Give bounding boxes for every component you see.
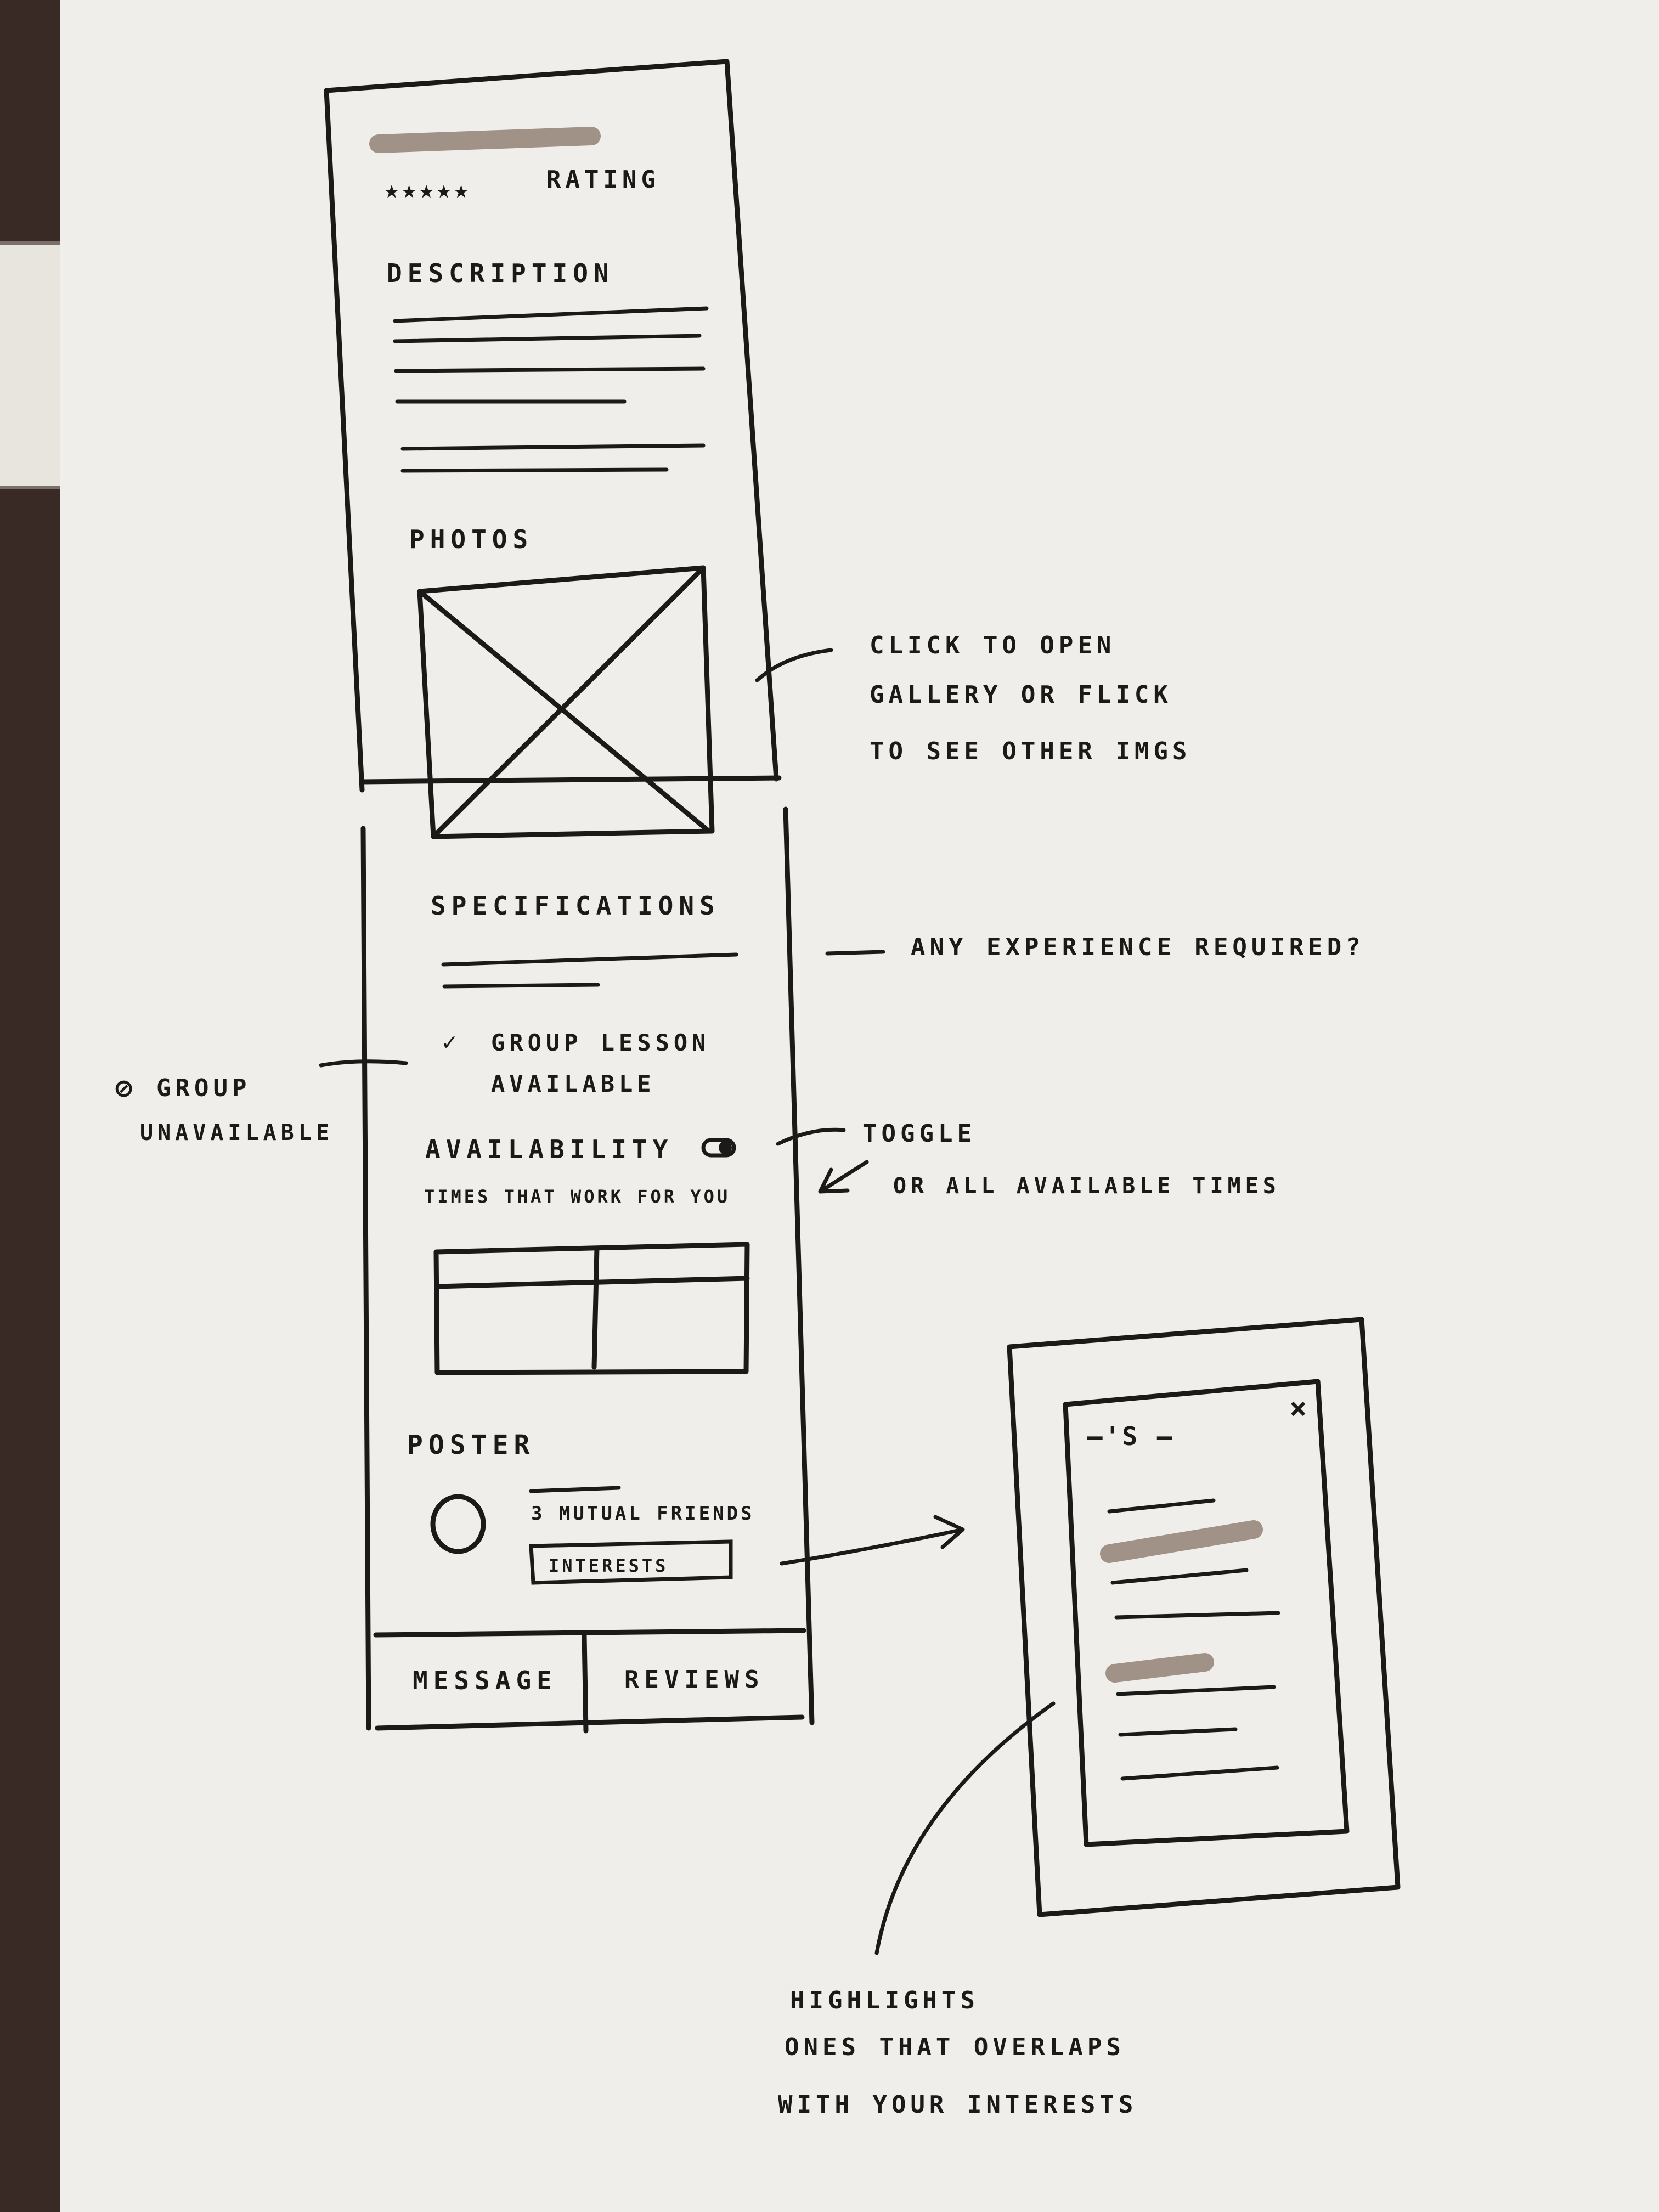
rating-stars: ★★★★★ [384, 174, 471, 204]
group-lesson-check-icon: ✓ [442, 1028, 461, 1056]
toggle-note-connector [776, 1127, 846, 1146]
photos-note-connector [755, 648, 833, 682]
all-times-arrow [818, 1160, 869, 1194]
mutual-friends-text: 3 MUTUAL FRIENDS [531, 1503, 755, 1525]
highlights-note-connector [874, 1701, 1056, 1955]
availability-toggle-icon [701, 1138, 736, 1158]
poster-avatar-circle [430, 1494, 486, 1554]
group-note-line1: GROUP [156, 1074, 251, 1102]
toggle-note-line2: OR ALL AVAILABLE TIMES [893, 1173, 1280, 1199]
poster-name-line [529, 1486, 621, 1493]
description-text-lines [393, 306, 709, 473]
group-note-connector [319, 1059, 408, 1068]
availability-label: AVAILABILITY [425, 1135, 674, 1164]
group-unavailable-icon: ⊘ [115, 1072, 137, 1105]
group-note-line2: UNAVAILABLE [140, 1120, 334, 1146]
photo-placeholder-box [417, 565, 715, 839]
photos-note-line3: TO SEE OTHER IMGS [870, 737, 1192, 765]
popup-title: —'S — [1087, 1421, 1175, 1451]
interests-button-outline [529, 1539, 733, 1585]
poster-label: POSTER [407, 1430, 535, 1460]
photos-label: PHOTOS [409, 524, 534, 554]
reviews-button[interactable]: REVIEWS [624, 1666, 765, 1694]
availability-calendar-grid [433, 1242, 750, 1375]
toggle-note-line1: TOGGLE [862, 1120, 976, 1148]
spec-note: ANY EXPERIENCE REQUIRED? [911, 933, 1365, 961]
group-lesson-line2: AVAILABLE [491, 1070, 656, 1097]
specifications-lines [441, 952, 738, 989]
popup-interest-lines [1100, 1498, 1280, 1781]
availability-subtitle: TIMES THAT WORK FOR YOU [424, 1186, 731, 1207]
popup-inner-card [1063, 1379, 1350, 1847]
popup-close-icon[interactable]: × [1289, 1391, 1307, 1425]
title-placeholder-bar [369, 127, 601, 153]
interests-arrow [780, 1515, 965, 1566]
highlights-note-line2: ONES THAT OVERLAPS [785, 2033, 1125, 2061]
photos-note-line2: GALLERY OR FLICK [870, 681, 1172, 709]
highlights-note-line3: WITH YOUR INTERESTS [778, 2091, 1138, 2119]
paper-sheet [60, 0, 1659, 2212]
photos-note-line1: CLICK TO OPEN [870, 631, 1116, 659]
specifications-label: SPECIFICATIONS [431, 891, 720, 921]
message-button[interactable]: MESSAGE [413, 1666, 557, 1695]
description-label: DESCRIPTION [387, 258, 614, 288]
spec-note-connector [825, 950, 885, 956]
popup-outer-frame [1007, 1317, 1401, 1917]
highlights-note-line1: HIGHLIGHTS [790, 1987, 979, 2015]
rating-label: RATING [546, 166, 660, 194]
bottom-action-bar [373, 1628, 806, 1734]
group-lesson-line1: GROUP LESSON [491, 1029, 710, 1056]
background-paper-scrap [0, 241, 60, 489]
interests-button[interactable]: INTERESTS [549, 1555, 669, 1576]
phone-frame-bottom [360, 806, 815, 1731]
